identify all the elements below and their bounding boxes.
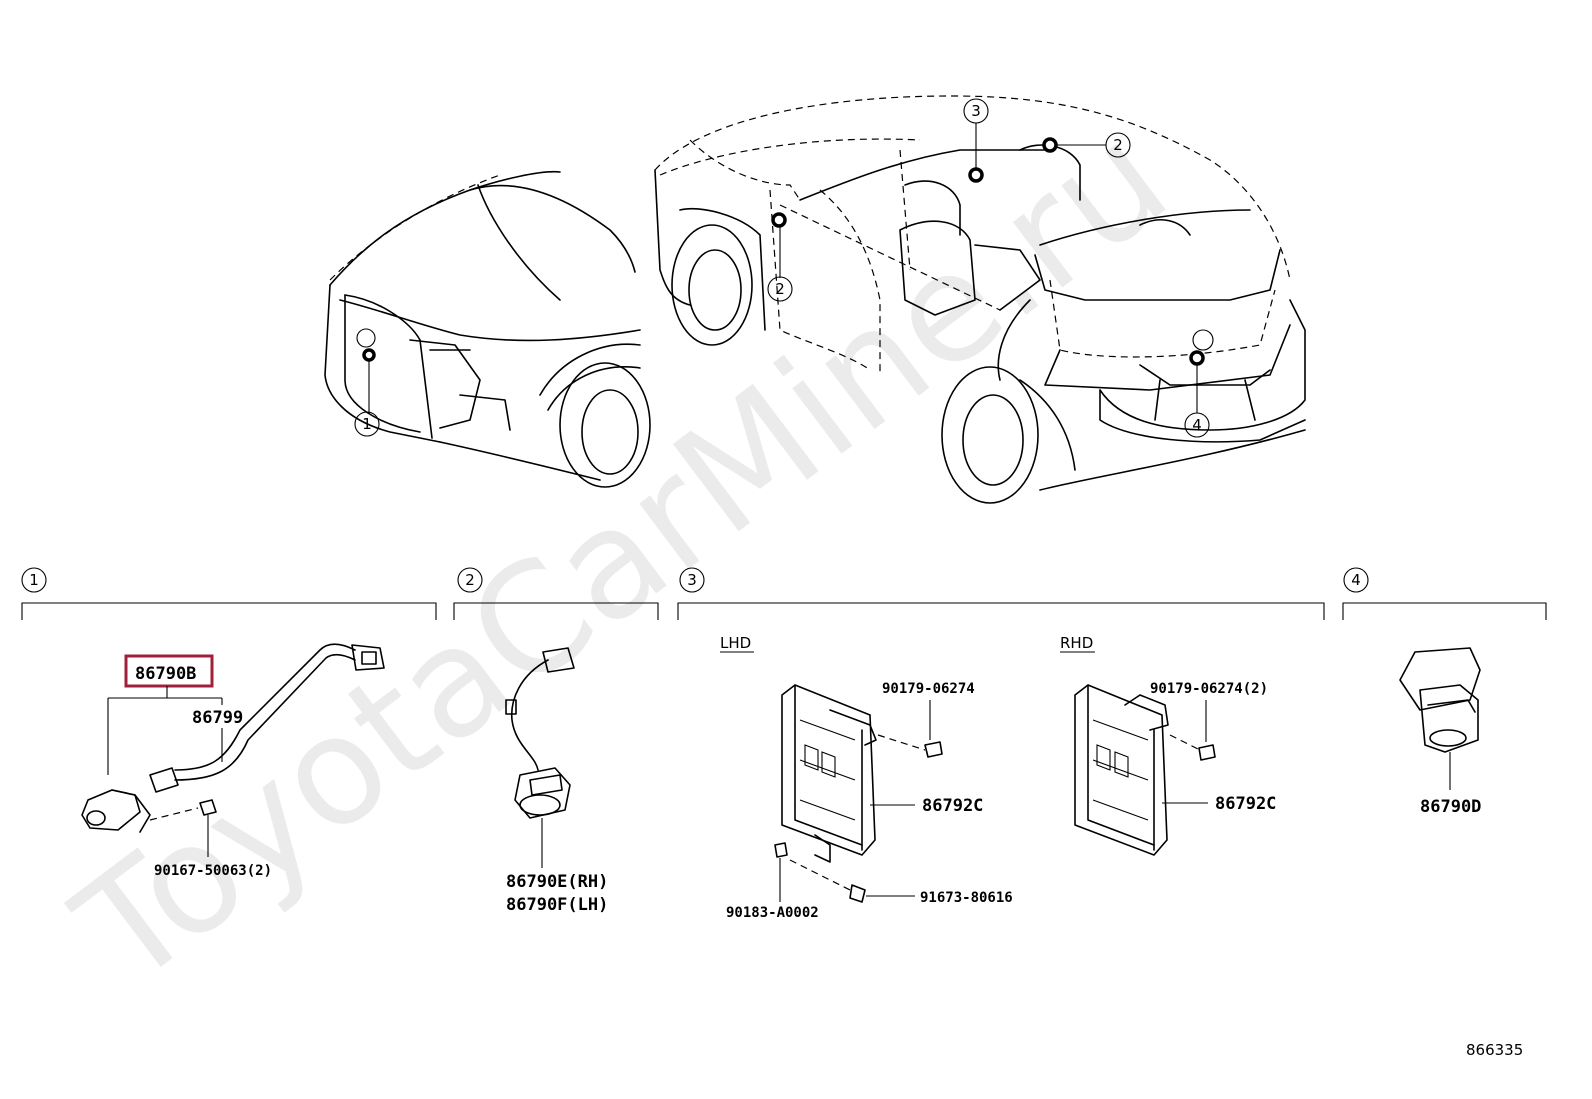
- watermark-text: ToyotaCarMine.ru: [46, 91, 1198, 1019]
- callout-1-front: 1: [362, 415, 372, 433]
- lhd-label: LHD: [720, 634, 751, 652]
- part-90183-label[interactable]: 90183-A0002: [726, 905, 819, 921]
- rhd-label: RHD: [1060, 634, 1093, 652]
- part-90167-label[interactable]: 90167-50063(2): [154, 863, 272, 879]
- callout-2-roof: 2: [1113, 136, 1123, 154]
- section-1-number: 1: [29, 571, 39, 589]
- section-4-parts: 86790D: [1399, 647, 1481, 817]
- part-86792c-lhd-label[interactable]: 86792C: [922, 796, 983, 816]
- section-4-number: 4: [1351, 571, 1361, 589]
- section-2-parts: 86790E(RH) 86790F(LH): [505, 647, 608, 915]
- highlight-box: [124, 654, 214, 688]
- front-car-illustration: 1: [324, 170, 651, 488]
- callout-3-interior: 3: [971, 102, 981, 120]
- section-3-number: 3: [687, 571, 697, 589]
- part-90179-lhd-label[interactable]: 90179-06274: [882, 681, 975, 697]
- part-86790d-label[interactable]: 86790D: [1420, 797, 1481, 817]
- part-86790e-label[interactable]: 86790E(RH): [506, 872, 608, 892]
- section-1-parts: 86790B 86799 90167-50063(2): [81, 643, 385, 879]
- section-2-number: 2: [465, 571, 475, 589]
- part-86792c-rhd-label[interactable]: 86792C: [1215, 794, 1276, 814]
- part-86799-label[interactable]: 86799: [192, 708, 243, 728]
- part-91673-label[interactable]: 91673-80616: [920, 890, 1013, 906]
- rear-car-illustration: 2 3 2 4: [654, 95, 1306, 504]
- callout-4-rear: 4: [1192, 416, 1202, 434]
- part-86790f-label[interactable]: 86790F(LH): [506, 895, 608, 915]
- part-86790b-label[interactable]: 86790B: [135, 664, 196, 684]
- diagram-id: 866335: [1466, 1041, 1523, 1059]
- part-90179-rhd-label[interactable]: 90179-06274(2): [1150, 681, 1268, 697]
- section-headers: 1 2 3 4: [21, 567, 1547, 620]
- section-3-parts: LHD RHD 90179-06274 86792C 91673-80616 9…: [720, 634, 1276, 921]
- callout-2-interior: 2: [775, 280, 785, 298]
